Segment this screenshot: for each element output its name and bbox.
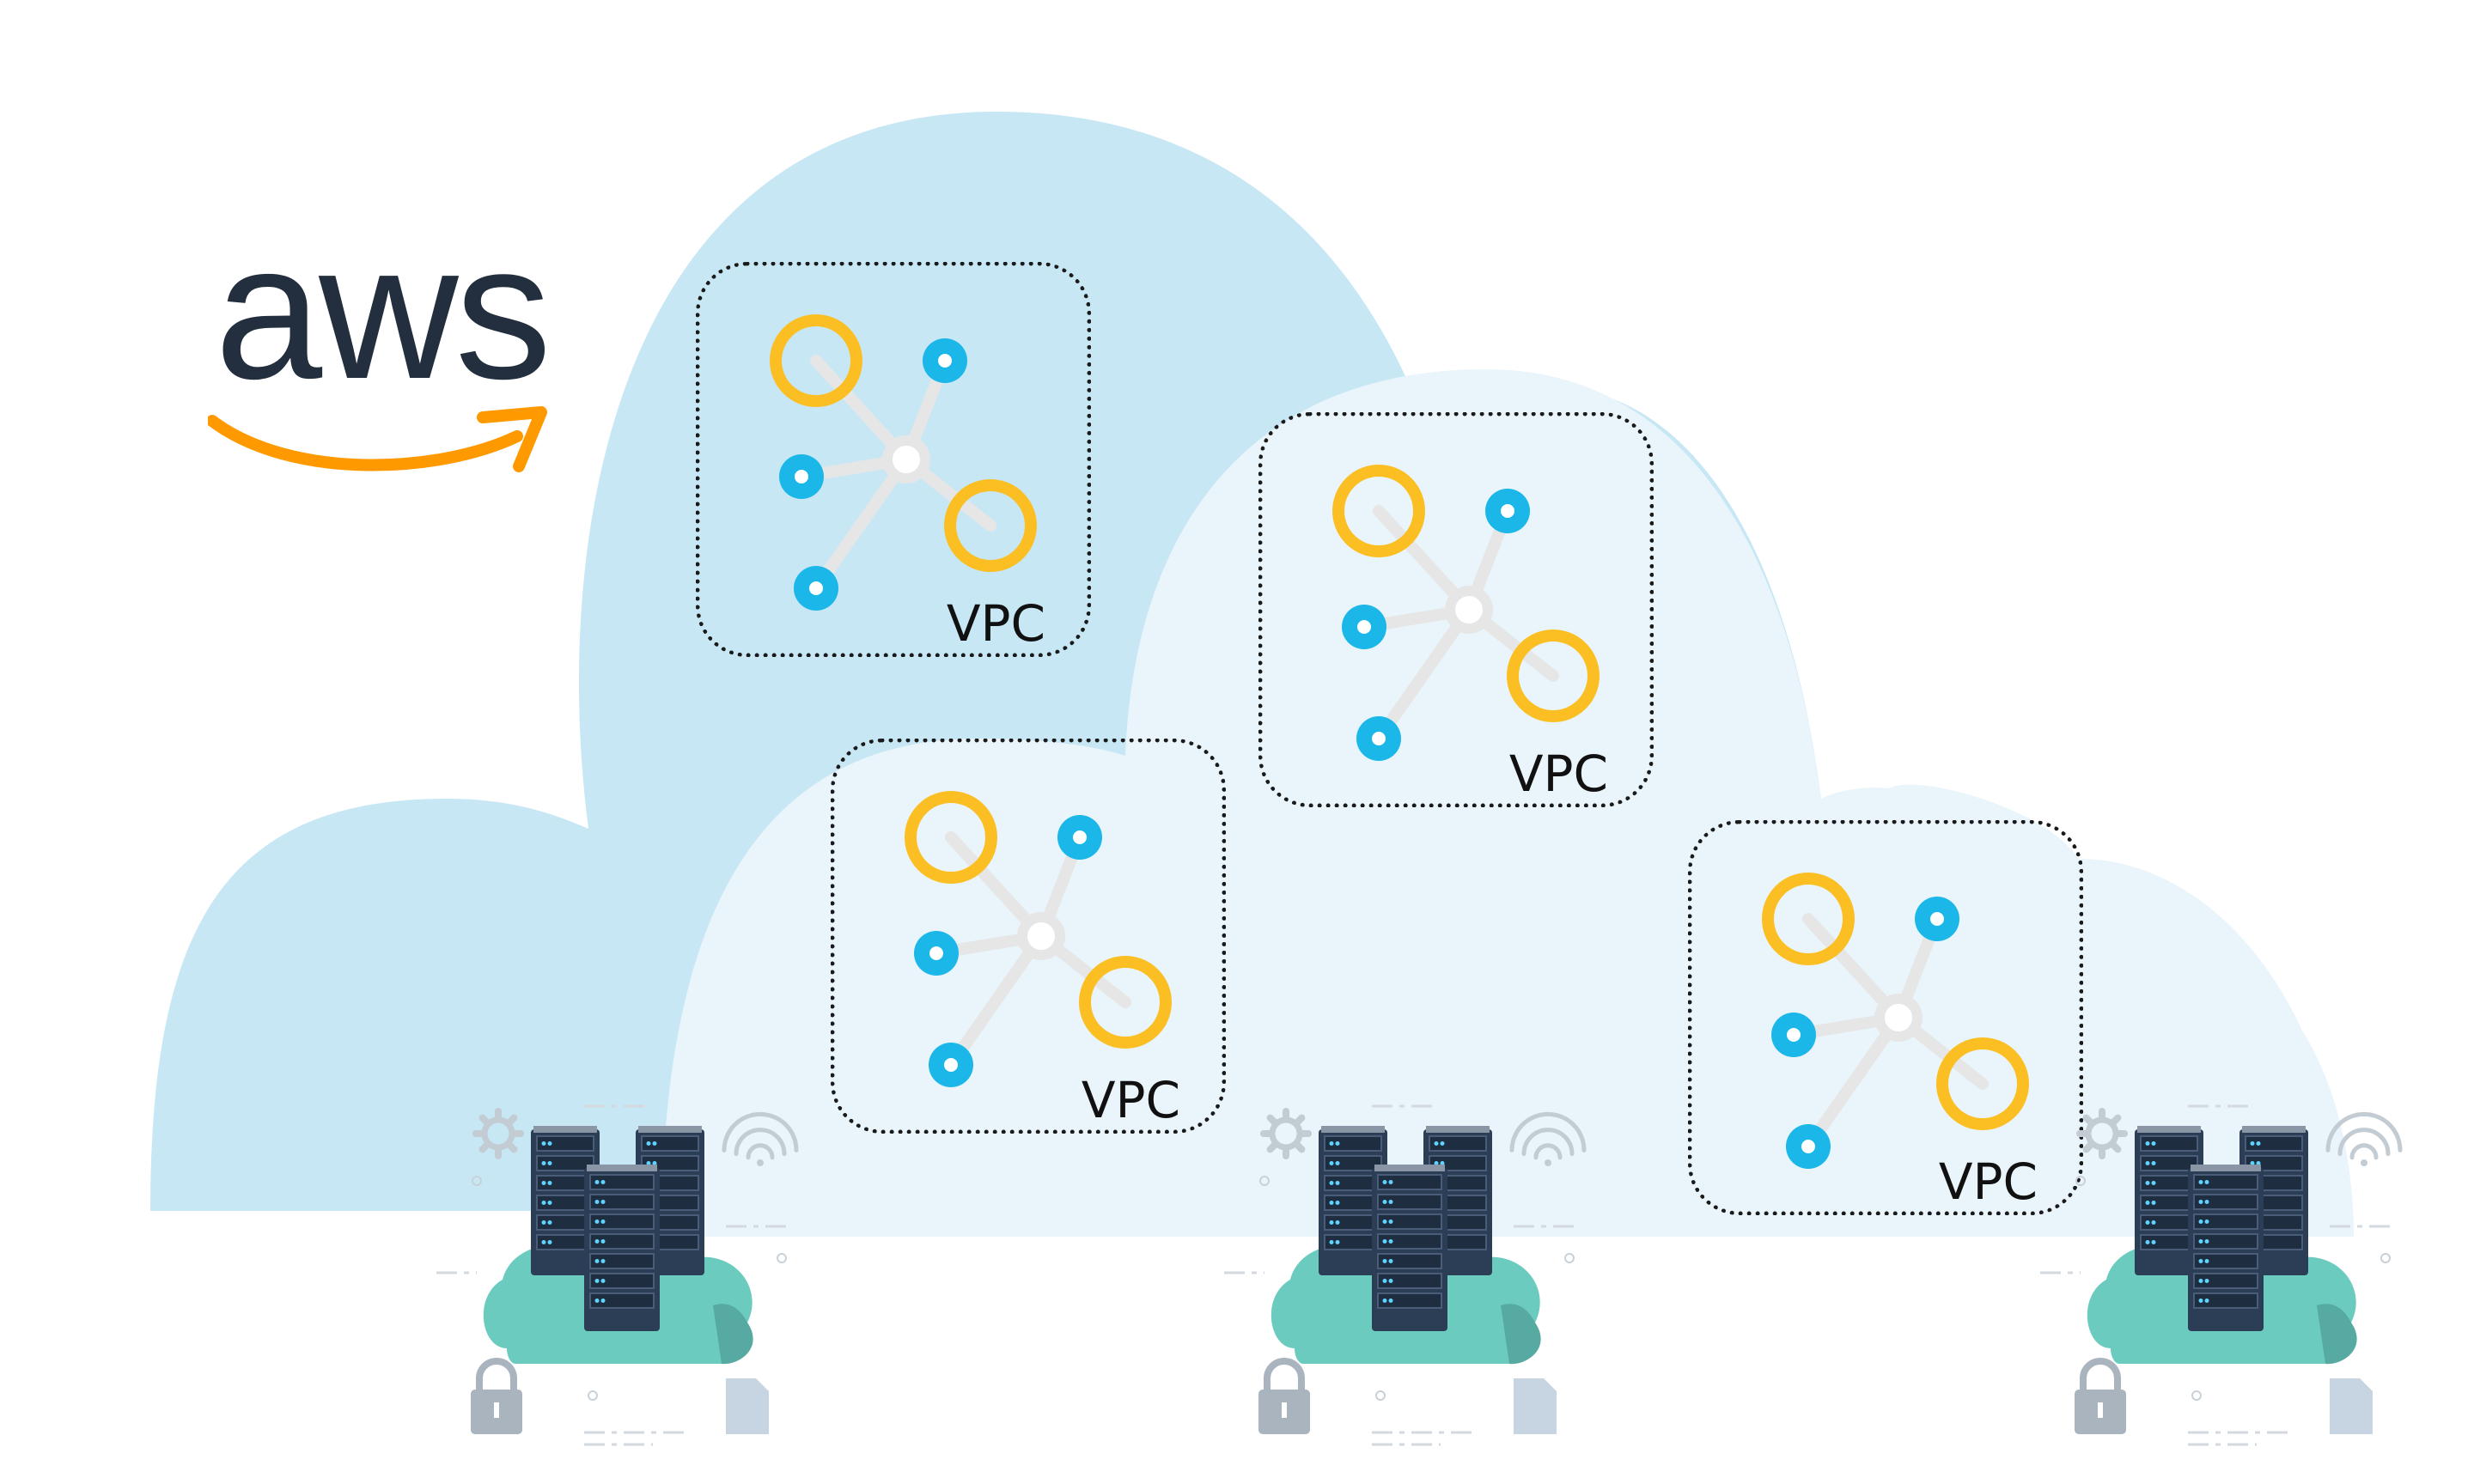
gear-icon xyxy=(472,1108,524,1159)
wifi-icon xyxy=(1509,1111,1587,1166)
vpc-label: VPC xyxy=(1081,1071,1180,1129)
aws-logo-wordmark: aws xyxy=(215,203,551,419)
padlock-icon xyxy=(1258,1358,1310,1434)
network-hub-icon xyxy=(905,791,1172,1087)
document-icon xyxy=(2330,1378,2373,1434)
wifi-icon xyxy=(722,1111,799,1166)
vpc-box-4: VPC xyxy=(1688,820,2083,1215)
server-rack-icon xyxy=(531,1126,600,1275)
vpc-label: VPC xyxy=(1508,745,1608,803)
padlock-icon xyxy=(471,1358,522,1434)
server-rack-icon xyxy=(2188,1165,2264,1331)
wifi-icon xyxy=(2325,1111,2403,1166)
network-hub-icon xyxy=(770,314,1037,611)
document-icon xyxy=(1514,1378,1557,1434)
server-rack-icon xyxy=(1319,1126,1387,1275)
gear-icon xyxy=(2076,1108,2128,1159)
vpc-box-2: VPC xyxy=(1258,412,1654,807)
server-rack-icon xyxy=(584,1165,660,1331)
aws-smile-arrow-icon xyxy=(208,406,547,472)
network-hub-icon xyxy=(1332,465,1600,761)
vpc-box-1: VPC xyxy=(696,262,1091,657)
server-rack-icon xyxy=(1372,1165,1447,1331)
server-station-1 xyxy=(430,1091,825,1451)
server-station-3 xyxy=(2033,1091,2428,1451)
gear-icon xyxy=(1260,1108,1312,1159)
document-icon xyxy=(726,1378,769,1434)
padlock-icon xyxy=(2075,1358,2126,1434)
vpc-box-3: VPC xyxy=(831,739,1226,1134)
server-station-2 xyxy=(1217,1091,1612,1451)
vpc-label: VPC xyxy=(1938,1153,2038,1211)
network-hub-icon xyxy=(1762,873,2029,1169)
vpc-label: VPC xyxy=(946,594,1045,653)
